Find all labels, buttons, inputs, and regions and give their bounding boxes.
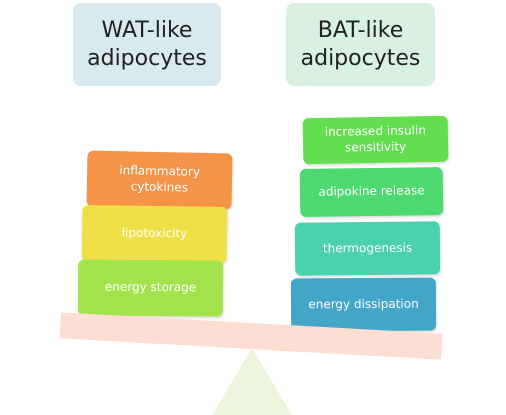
block-thermogenesis: thermogenesis: [294, 221, 441, 276]
block-lipotoxicity: lipotoxicity: [81, 204, 228, 264]
block-energy-dissipation: energy dissipation: [290, 277, 437, 332]
block-adipokine-release: adipokine release: [299, 167, 444, 217]
block-energy-storage: energy storage: [77, 259, 224, 317]
block-increased-insulin-sensitivity: increased insulin sensitivity: [302, 115, 449, 165]
block-inflammatory-cytokines: inflammatory cytokines: [86, 150, 233, 210]
bat-adipocytes-header: BAT-like adipocytes: [286, 3, 435, 86]
wat-adipocytes-header: WAT-like adipocytes: [73, 3, 221, 86]
fulcrum-triangle: [212, 348, 292, 415]
